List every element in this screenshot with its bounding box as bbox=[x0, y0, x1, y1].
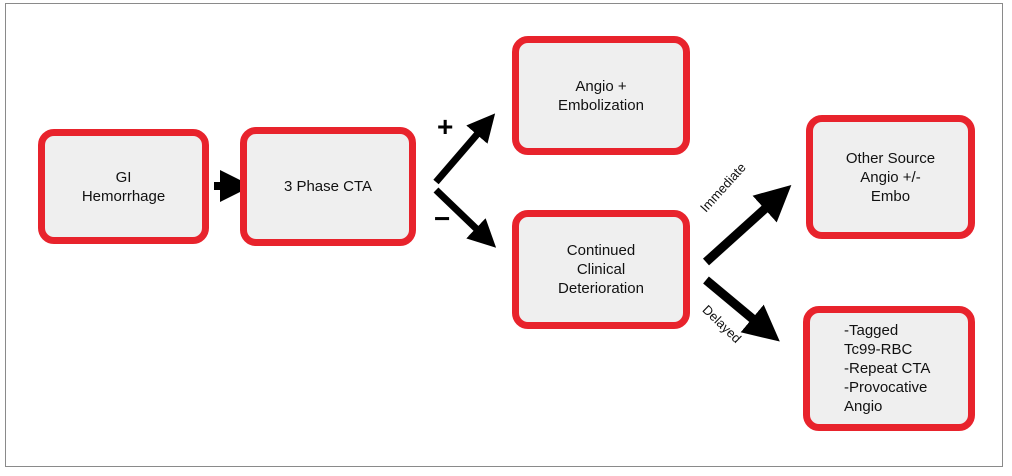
node-gi-hemorrhage-label: GI Hemorrhage bbox=[81, 168, 166, 205]
node-continued-deterioration-label: Continued Clinical Deterioration bbox=[558, 242, 644, 297]
node-other-source: Other Source Angio +/- Embo bbox=[806, 115, 975, 239]
branch-negative-sign: − bbox=[434, 203, 451, 234]
node-gi-hemorrhage: GI Hemorrhage bbox=[38, 129, 209, 244]
node-other-source-label: Other Source Angio +/- Embo bbox=[845, 149, 936, 205]
arrow-continued-to-tagged bbox=[703, 276, 780, 342]
figure-frame bbox=[5, 3, 1003, 467]
arrow-continued-to-other-source bbox=[702, 184, 792, 266]
node-3-phase-cta: 3 Phase CTA bbox=[240, 127, 416, 246]
node-angio-embolization-label: Angio + Embolization bbox=[558, 77, 644, 114]
arrow-cta-to-angio bbox=[433, 113, 496, 185]
branch-positive-sign: + bbox=[437, 111, 454, 142]
node-angio-embolization: Angio + Embolization bbox=[512, 36, 690, 155]
node-continued-deterioration: Continued Clinical Deterioration bbox=[512, 210, 690, 329]
node-tagged-options: -Tagged Tc99-RBC -Repeat CTA -Provocativ… bbox=[803, 306, 975, 431]
node-tagged-options-label: -Tagged Tc99-RBC -Repeat CTA -Provocativ… bbox=[844, 322, 931, 415]
node-3-phase-cta-label: 3 Phase CTA bbox=[283, 178, 373, 195]
arrow-cta-to-continued bbox=[433, 187, 497, 248]
